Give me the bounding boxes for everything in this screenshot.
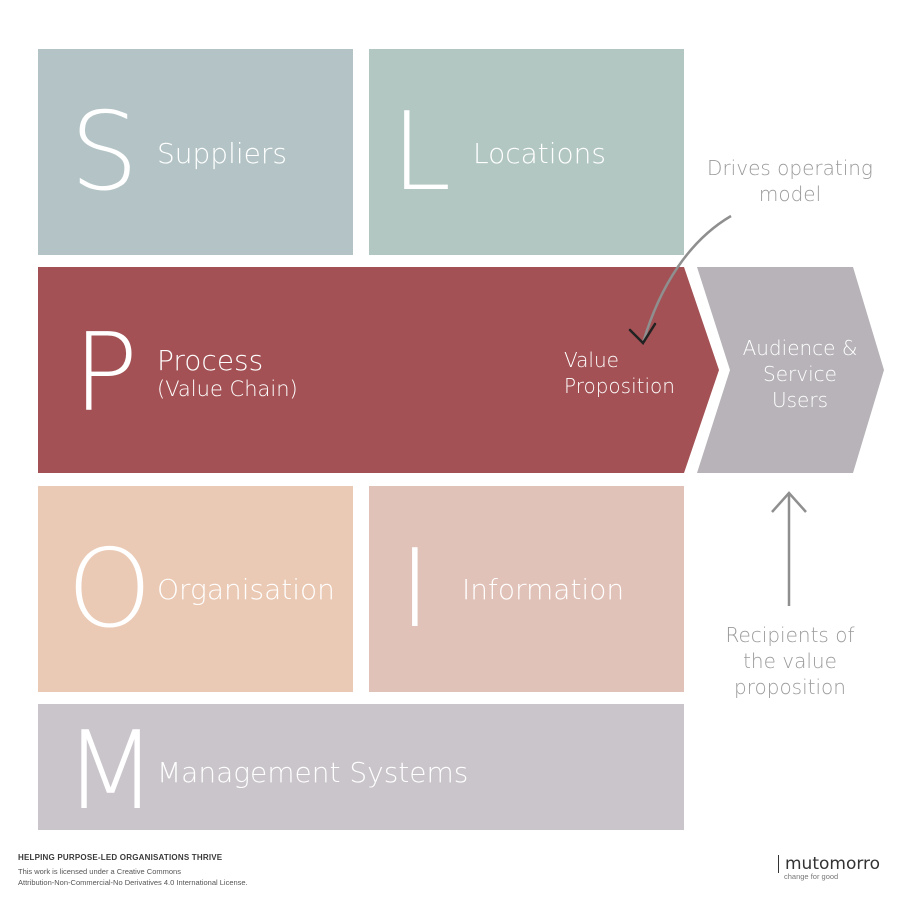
management-label: Management Systems [157,756,469,789]
recipients-note-line-3: proposition [734,675,846,699]
process-letter: P [73,311,139,436]
suppliers-letter: S [70,90,139,215]
organisation-letter: O [67,527,153,652]
management-block: M Management Systems [38,704,684,830]
recipients-note: Recipients of the value proposition [690,622,890,700]
suppliers-block: S Suppliers [38,49,353,255]
information-label: Information [462,573,625,606]
drives-arrow-head [628,322,657,345]
audience-line-2: Service [763,362,837,386]
process-label: Process [157,344,264,377]
drives-note-line-2: model [758,182,822,206]
recipients-arrow-head [771,491,807,513]
locations-label: Locations [473,137,607,170]
audience-label: Audience & Service Users [720,335,880,413]
audience-line-3: Users [771,388,828,412]
drives-note-line-1: Drives operating [707,156,873,180]
audience-chevron-shape [697,267,884,473]
locations-block: L Locations [369,49,684,255]
organisation-block: O Organisation [38,486,353,692]
drives-note: Drives operating model [690,155,890,207]
drives-arrow [641,214,732,344]
brand-tagline: change for good [784,872,839,881]
audience-line-1: Audience & [742,336,858,360]
information-block: I Information [369,486,684,692]
license-line-1: This work is licensed under a Creative C… [18,867,181,876]
organisation-label: Organisation [157,573,335,606]
process-sublabel: (Value Chain) [157,377,298,401]
value-line-2: Proposition [564,374,675,398]
suppliers-label: Suppliers [157,137,287,170]
value-line-1: Value [564,348,619,372]
value-proposition-label: Value Proposition [564,347,675,399]
brand-logo: mutomorro [778,855,880,873]
process-arrow-shape [38,267,719,473]
locations-letter: L [391,90,452,215]
recipients-note-line-1: Recipients of [725,623,855,647]
license-text: This work is licensed under a Creative C… [18,866,248,888]
recipients-note-line-2: the value [743,649,837,673]
management-letter: M [64,709,158,834]
footer-heading: HELPING PURPOSE-LED ORGANISATIONS THRIVE [18,853,223,862]
information-letter: I [399,527,431,652]
license-line-2: Attribution-Non-Commercial-No Derivative… [18,878,248,887]
